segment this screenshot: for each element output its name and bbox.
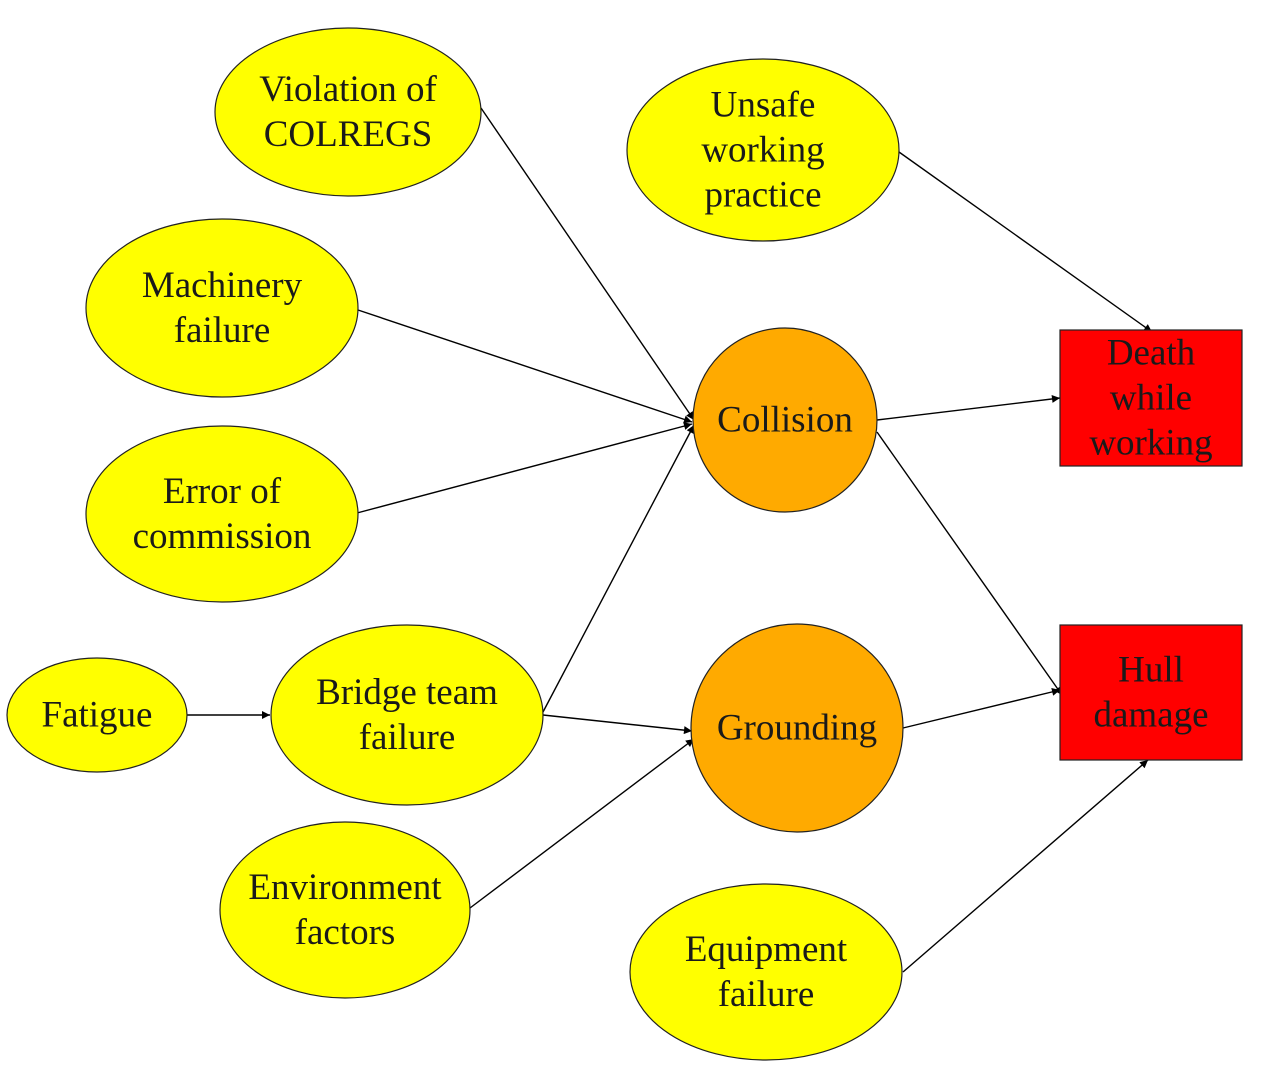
node-fatigue-shape [6,657,188,773]
node-equipment-shape [629,883,903,1061]
node-equipment-label-line-2: failure [718,974,815,1015]
edge-collision-to-hull [876,431,1063,696]
node-environment-shape [219,821,471,999]
node-bridge-label-line-2: failure [359,717,456,758]
node-machinery-shape [85,218,359,398]
edge-equipment-to-hull [902,759,1149,973]
edge-machinery-to-collision [357,309,693,424]
node-unsafe-shape [626,58,900,242]
node-violation-label-line-1: Violation of [259,69,437,110]
node-death-label-line-1: Death [1107,333,1196,374]
edge-error-to-collision [356,422,693,514]
node-equipment-label-line-1: Equipment [685,929,848,970]
node-environment-label-line-2: factors [295,912,396,953]
node-grounding-shape [690,623,904,833]
node-machinery-label-line-1: Machinery [142,265,303,306]
node-error-label-line-2: commission [133,516,312,557]
node-unsafe-label-line-3: practice [704,175,821,216]
node-bridge-shape [270,624,544,806]
node-fatigue: Fatigue [6,657,188,773]
node-violation-label-line-2: COLREGS [264,114,433,155]
edge-collision-to-death [876,394,1061,421]
node-collision: Collision [692,327,878,513]
node-fatigue-label-line-1: Fatigue [42,695,153,736]
node-environment-label-line-1: Environment [248,867,442,908]
nodes-layer: Violation ofCOLREGSUnsafeworkingpractice… [6,27,1243,1061]
node-death-label-line-3: working [1089,423,1212,464]
edges-layer [187,107,1153,973]
node-hull-label-line-1: Hull [1118,650,1184,691]
edge-violation-to-collision [480,107,695,421]
node-error-shape [85,425,359,603]
node-hull-shape [1059,624,1243,761]
node-bridge-label-line-1: Bridge team [316,672,498,713]
edge-environment-to-grounding [469,738,695,909]
edge-unsafe-to-death [898,151,1153,333]
node-death-shape [1059,329,1243,467]
node-death-label-line-2: while [1110,378,1192,419]
node-collision-shape [692,327,878,513]
node-violation-shape [214,27,482,197]
node-grounding: Grounding [690,623,904,833]
node-grounding-label-line-1: Grounding [717,708,877,749]
edge-bridge-to-collision [542,424,695,713]
node-error-label-line-1: Error of [163,471,282,512]
node-hull-label-line-2: damage [1093,695,1208,736]
node-unsafe-label-line-2: working [701,130,824,171]
node-machinery-label-line-2: failure [174,310,271,351]
edge-grounding-to-hull [902,687,1061,729]
node-unsafe-label-line-1: Unsafe [711,85,816,126]
edge-bridge-to-grounding [542,714,693,735]
node-collision-label-line-1: Collision [717,400,853,441]
